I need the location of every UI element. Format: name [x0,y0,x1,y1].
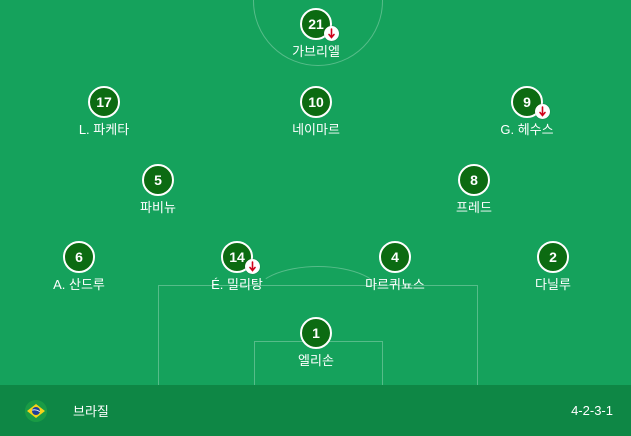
player-number-badge[interactable]: 4 [379,241,411,273]
team-name: 브라질 [73,404,109,419]
player-name: 파비뉴 [140,200,176,215]
player-number: 9 [523,94,531,110]
player-name: 엘리손 [298,353,334,368]
player-card[interactable]: 9 G. 헤수스 [467,86,587,138]
player-name: 마르퀴뇨스 [365,277,425,292]
player-number-badge[interactable]: 5 [142,164,174,196]
team-footer: 브라질 4-2-3-1 [0,385,631,436]
player-card[interactable]: 17 L. 파케타 [44,86,164,138]
player-card[interactable]: 6 A. 산드루 [19,241,139,293]
player-name: 다닐루 [535,277,571,292]
player-name: 가브리엘 [292,44,340,59]
player-number-badge[interactable]: 1 [300,317,332,349]
player-number: 10 [308,94,324,110]
player-number-badge[interactable]: 8 [458,164,490,196]
player-number-badge[interactable]: 21 [300,8,339,41]
player-number: 1 [312,325,320,341]
pitch: 21 가브리엘 17 L. 파케타 10 네이마르 9 G. 헤수스 5 [19,0,613,385]
player-card[interactable]: 5 파비뉴 [98,164,218,216]
player-number-badge[interactable]: 17 [88,86,120,118]
player-number-badge[interactable]: 9 [511,86,550,119]
player-name: É. 밀리탕 [211,277,263,292]
player-card[interactable]: 8 프레드 [414,164,534,216]
player-name: A. 산드루 [53,277,105,292]
player-number-badge[interactable]: 14 [221,241,260,274]
player-name: G. 헤수스 [500,122,554,137]
player-number: 14 [229,249,245,265]
formation-label: 4-2-3-1 [571,403,613,418]
substitution-arrow-icon [324,26,339,41]
player-number: 6 [75,249,83,265]
brazil-flag-icon [25,399,47,422]
player-number: 2 [549,249,557,265]
penalty-arc [253,266,383,289]
player-name: L. 파케타 [78,122,130,137]
player-card[interactable]: 21 가브리엘 [256,8,376,60]
player-number: 8 [470,172,478,188]
player-card[interactable]: 10 네이마르 [256,86,376,138]
player-number: 4 [391,249,399,265]
player-number-badge[interactable]: 2 [537,241,569,273]
player-name: 프레드 [456,200,492,215]
substitution-arrow-icon [535,104,550,119]
player-number-badge[interactable]: 6 [63,241,95,273]
player-card[interactable]: 14 É. 밀리탕 [177,241,297,293]
player-number: 5 [154,172,162,188]
player-card[interactable]: 2 다닐루 [493,241,613,293]
player-number: 21 [308,16,324,32]
substitution-arrow-icon [245,259,260,274]
player-number: 17 [96,94,112,110]
player-card[interactable]: 1 엘리손 [256,317,376,369]
player-name: 네이마르 [292,122,340,137]
player-number-badge[interactable]: 10 [300,86,332,118]
player-card[interactable]: 4 마르퀴뇨스 [335,241,455,293]
